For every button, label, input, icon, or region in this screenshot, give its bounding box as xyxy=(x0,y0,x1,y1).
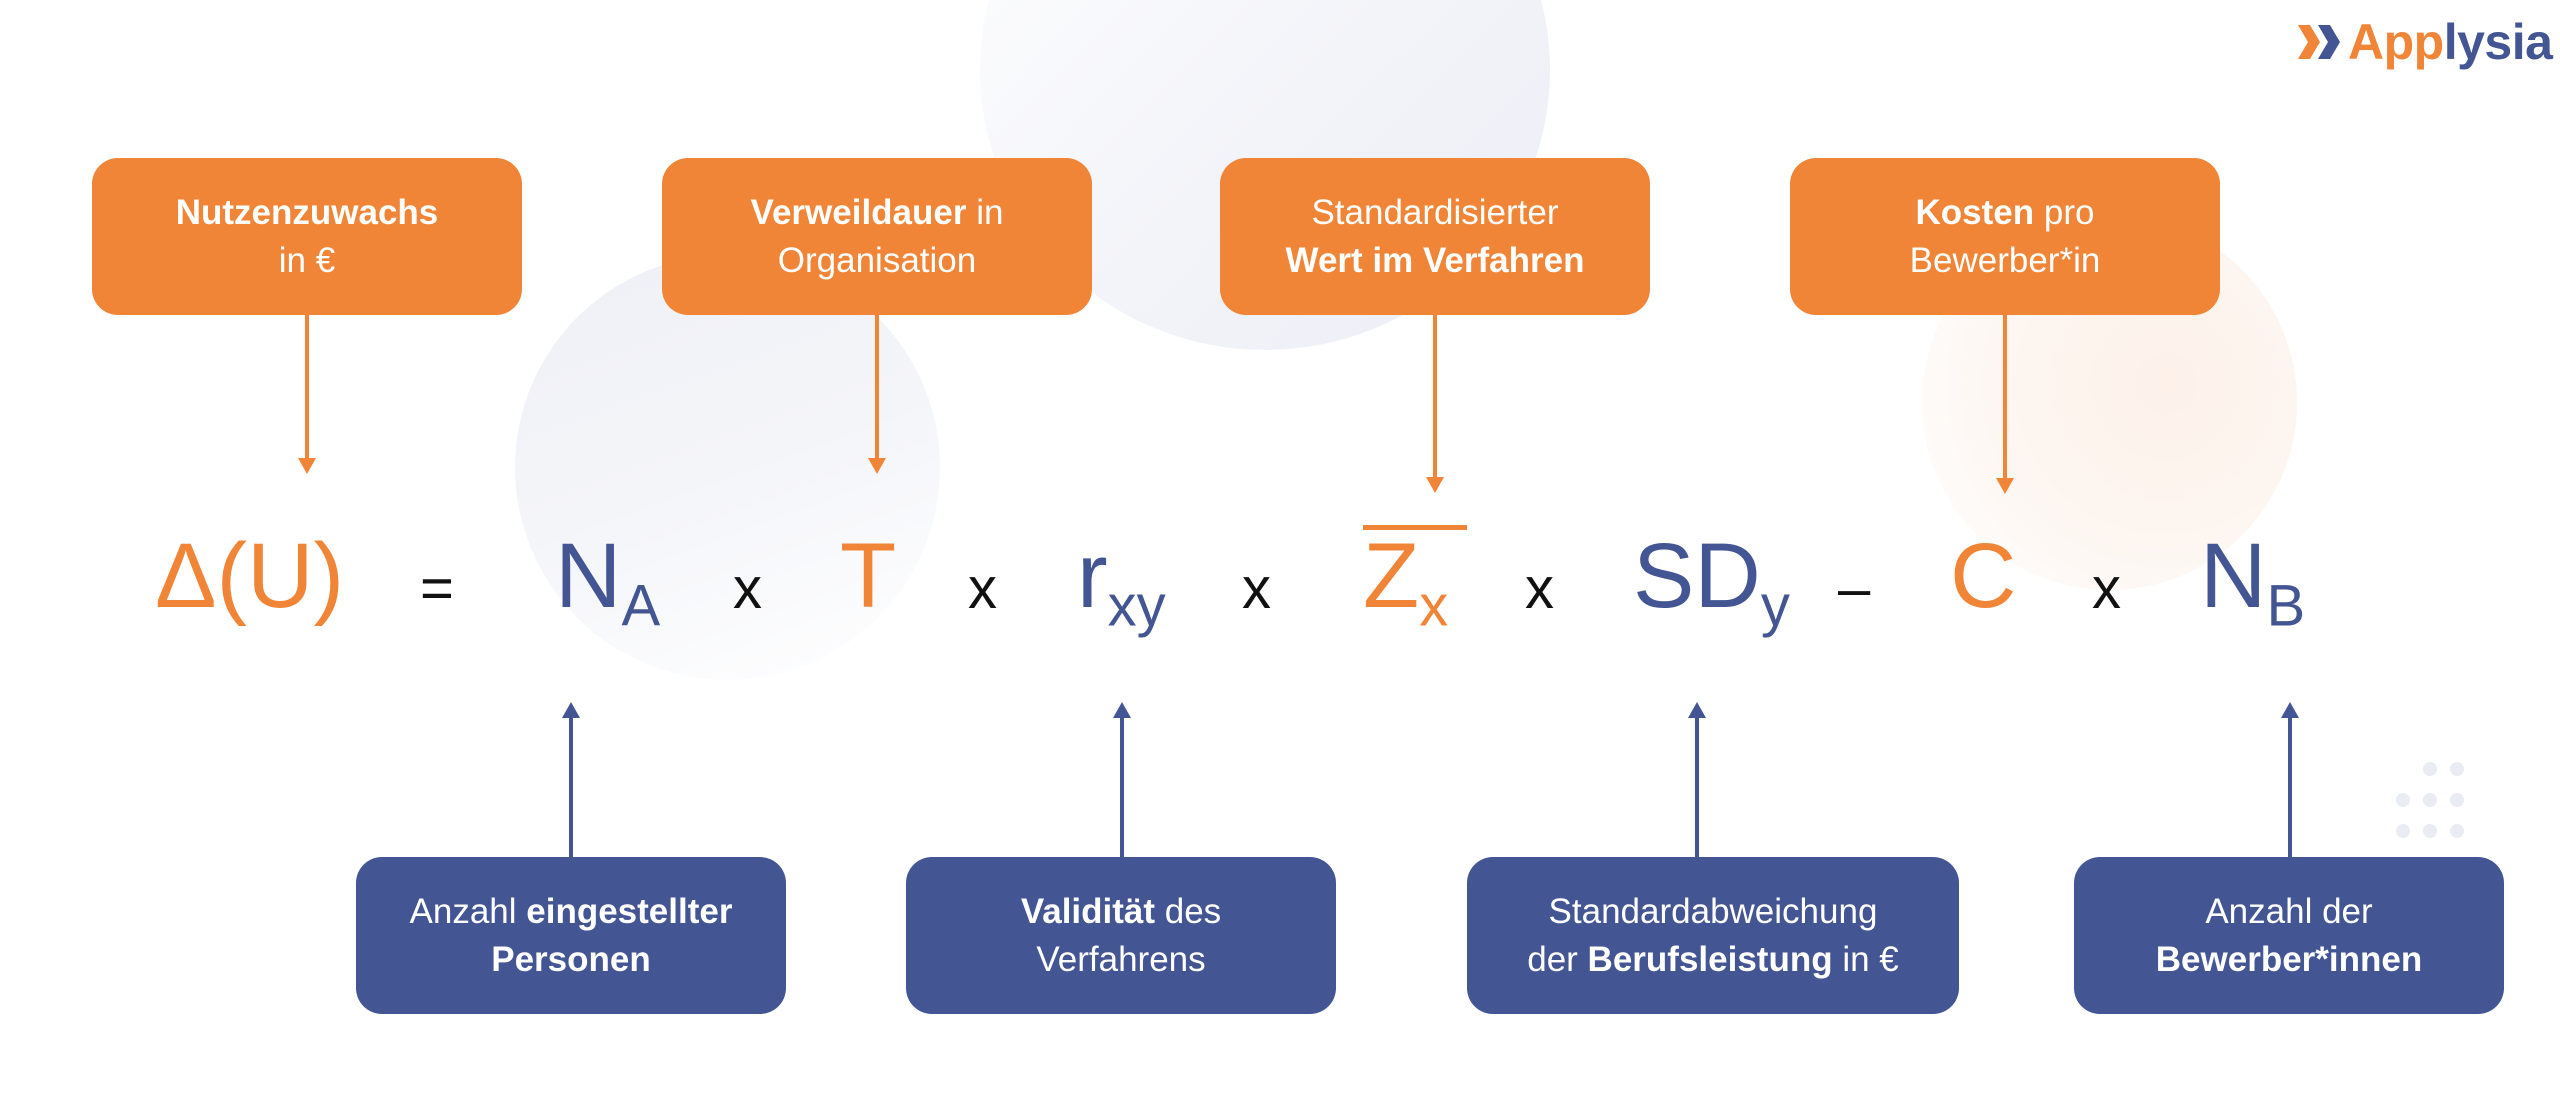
logo-text-app: App xyxy=(2348,14,2444,70)
label-text: der xyxy=(1527,939,1588,979)
formula-overline xyxy=(1363,525,1467,530)
label-standardisierter-wert: Standardisierter Wert im Verfahren xyxy=(1220,158,1650,315)
arrow-line xyxy=(875,315,879,460)
label-text: Organisation xyxy=(777,240,977,280)
label-bold-text: Validität xyxy=(1020,891,1156,931)
arrow-line xyxy=(305,315,309,460)
arrow-down-icon xyxy=(1996,478,2014,494)
label-text: Bewerber*in xyxy=(1909,240,2101,280)
label-text: Standardisierter xyxy=(1311,192,1559,232)
arrow-down-icon xyxy=(868,458,886,474)
label-text: Verfahrens xyxy=(1036,939,1206,979)
arrow-up-icon xyxy=(1113,702,1131,718)
label-standardabweichung: Standardabweichung der Berufsleistung in… xyxy=(1467,857,1959,1014)
formula-operator: x xyxy=(2092,556,2121,621)
formula-delta-u: Δ(U) xyxy=(155,525,345,627)
arrow-down-icon xyxy=(1426,477,1444,493)
formula-operator: x xyxy=(1525,556,1554,621)
formula-term-sdy: SDy xyxy=(1633,525,1790,639)
arrow-line xyxy=(1120,716,1124,858)
formula-term-na: NA xyxy=(555,525,661,639)
label-bold-text: Verweildauer xyxy=(750,192,967,232)
formula-term-nb: NB xyxy=(2200,525,2306,639)
dot-grid-decoration xyxy=(2396,762,2476,842)
arrow-line xyxy=(2288,716,2292,858)
formula-term-zx: Zx xyxy=(1363,525,1449,639)
label-anzahl-eingestellter: Anzahl eingestellter Personen xyxy=(356,857,786,1014)
formula-term-t: T xyxy=(840,525,897,627)
formula-equals: = xyxy=(420,556,454,621)
label-anzahl-bewerber: Anzahl der Bewerber*innen xyxy=(2074,857,2504,1014)
formula-operator: x xyxy=(1242,556,1271,621)
arrow-line xyxy=(1695,716,1699,858)
arrow-down-icon xyxy=(298,458,316,474)
label-text: in € xyxy=(278,240,336,280)
label-nutzenzuwachs: Nutzenzuwachs in € xyxy=(92,158,522,315)
label-text: Standardabweichung xyxy=(1548,891,1878,931)
arrow-line xyxy=(2003,315,2007,480)
label-text: in € xyxy=(1832,939,1899,979)
label-kosten: Kosten pro Bewerber*in xyxy=(1790,158,2220,315)
logo-text-lysia: lysia xyxy=(2443,14,2553,70)
label-text: pro xyxy=(2034,192,2095,232)
label-text: in xyxy=(966,192,1004,232)
arrow-up-icon xyxy=(1688,702,1706,718)
label-bold-text: Bewerber*innen xyxy=(2155,939,2423,979)
arrow-line xyxy=(1433,315,1437,480)
arrow-up-icon xyxy=(2281,702,2299,718)
label-bold-text: Berufsleistung xyxy=(1587,939,1833,979)
label-bold-text: Nutzenzuwachs xyxy=(175,192,439,232)
formula-term-rxy: rxy xyxy=(1077,525,1166,639)
label-bold-text: eingestellter xyxy=(526,891,733,931)
label-text: Anzahl der xyxy=(2205,891,2373,931)
label-verweildauer: Verweildauer in Organisation xyxy=(662,158,1092,315)
arrow-line xyxy=(569,716,573,858)
label-bold-text: Personen xyxy=(491,939,651,979)
formula-term-c: C xyxy=(1950,525,2017,627)
label-validitaet: Validität des Verfahrens xyxy=(906,857,1336,1014)
label-text: Anzahl xyxy=(409,891,527,931)
label-text: des xyxy=(1155,891,1222,931)
double-chevron-icon xyxy=(2298,25,2340,59)
arrow-up-icon xyxy=(562,702,580,718)
formula-operator: – xyxy=(1838,556,1871,621)
formula-operator: x xyxy=(733,556,762,621)
label-bold-text: Wert im Verfahren xyxy=(1285,240,1585,280)
formula-operator: x xyxy=(968,556,997,621)
label-bold-text: Kosten xyxy=(1915,192,2035,232)
